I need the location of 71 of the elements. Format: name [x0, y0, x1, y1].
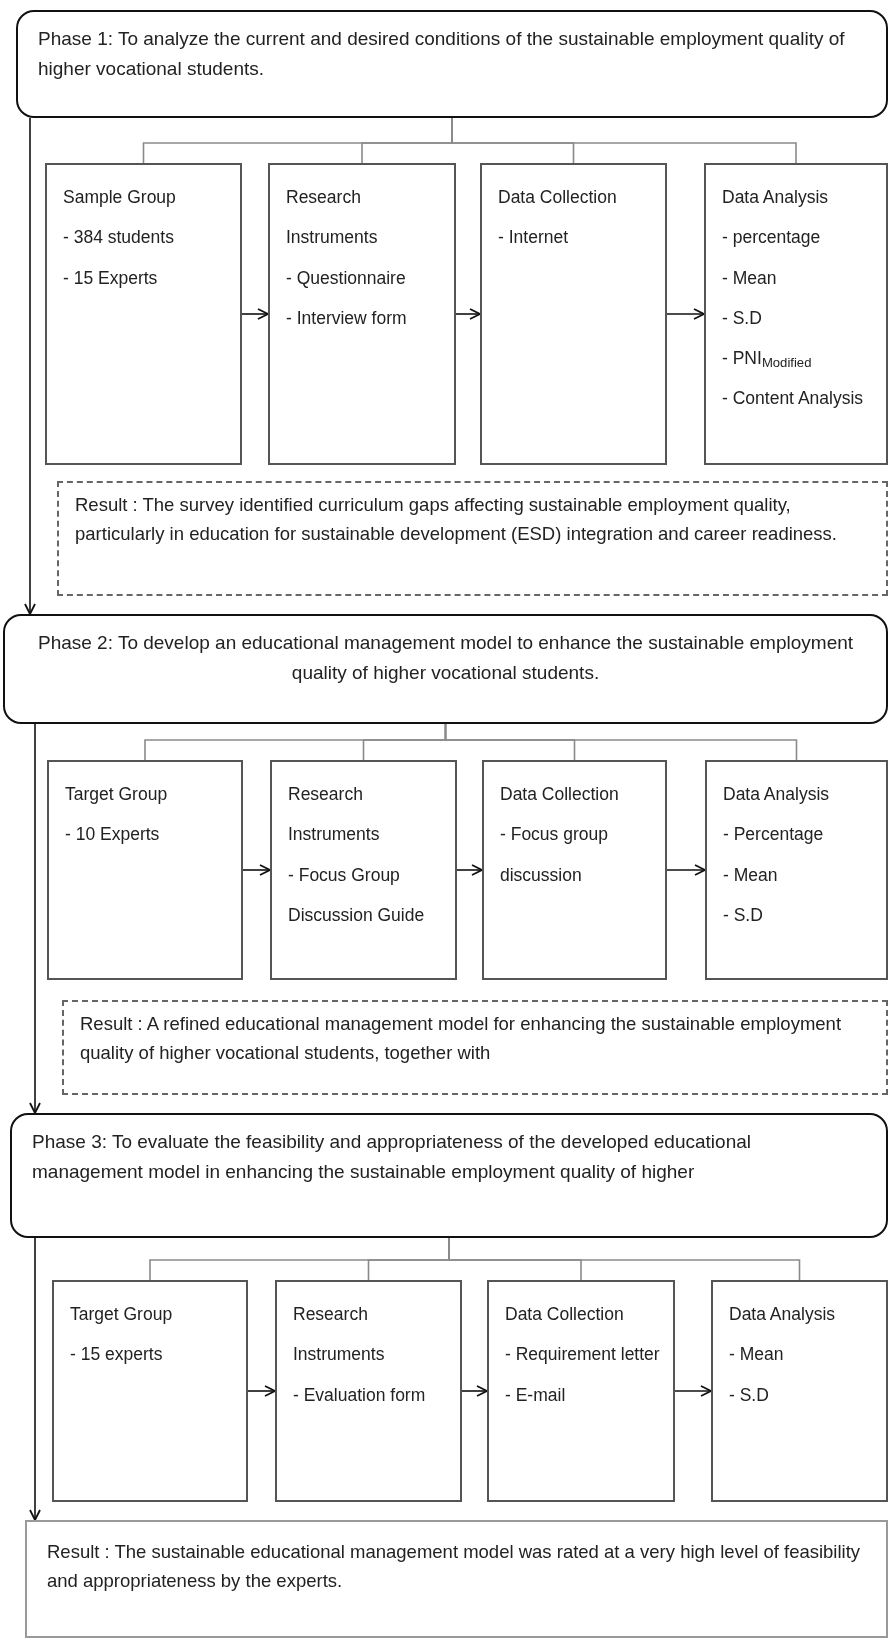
- box-text: Result : The sustainable educational management model was rated at a very high level of feasibility and appropriateness by the experts.: [47, 1540, 862, 1593]
- arrow: [24, 117, 36, 615]
- list-item: - PNI$_{Modified}$: [722, 347, 813, 373]
- list-item: - 384 students: [63, 226, 175, 250]
- box-heading: Target Group: [70, 1303, 174, 1326]
- list-item: - 15 Experts: [63, 266, 159, 290]
- result-box: [25, 1520, 888, 1638]
- result-box: [62, 1000, 888, 1095]
- arrow: [674, 1385, 712, 1397]
- list-item: - 15 experts: [70, 1343, 164, 1367]
- process-box: [270, 760, 457, 980]
- box-heading: Data Analysis: [723, 783, 831, 806]
- list-item: - Mean: [723, 863, 779, 887]
- list-item: - E-mail: [505, 1383, 567, 1407]
- list-item: - S.D: [723, 903, 764, 927]
- arrow: [461, 1385, 488, 1397]
- process-box: [480, 163, 667, 465]
- process-box: [704, 163, 888, 465]
- box-heading: Data Analysis: [729, 1303, 837, 1326]
- process-box: [487, 1280, 675, 1502]
- list-item: - percentage: [722, 226, 822, 250]
- box-heading: Data Collection: [498, 186, 618, 209]
- box-text: Phase 3: To evaluate the feasibility and appropriateness of the developed educational management model in enhancing the sustainable employment quality of higher: [32, 1130, 752, 1185]
- box-heading: Data Collection: [505, 1303, 625, 1326]
- list-item: - Internet: [498, 226, 570, 250]
- arrow: [666, 308, 705, 320]
- list-item: - S.D: [729, 1383, 770, 1407]
- box-heading: Research Instruments: [293, 1303, 386, 1367]
- process-box: [275, 1280, 462, 1502]
- process-box: [45, 163, 242, 465]
- arrow: [666, 864, 706, 876]
- list-item: - Questionnaire: [286, 266, 407, 290]
- phase-box: [10, 1113, 888, 1238]
- box-text: Result : A refined educational management model for enhancing the sustainable employment quality of higher vocational students, together with: [80, 1012, 843, 1065]
- box-text: Phase 2: To develop an educational management model to enhance the sustainable employment quality of higher vocational students.: [36, 631, 855, 686]
- list-item: - Interview form: [286, 306, 408, 330]
- box-heading: Research Instruments: [286, 186, 379, 250]
- phase-box: [3, 614, 888, 724]
- process-box: [705, 760, 888, 980]
- box-heading: Sample Group: [63, 186, 177, 209]
- list-item: - S.D: [722, 306, 763, 330]
- arrow: [241, 308, 269, 320]
- arrow: [456, 864, 483, 876]
- list-item: - Content Analysis: [722, 387, 865, 411]
- process-box: [482, 760, 667, 980]
- process-box: [711, 1280, 888, 1502]
- list-item: - Evaluation form: [293, 1383, 427, 1407]
- list-item: - Mean: [722, 266, 778, 290]
- process-box: [47, 760, 243, 980]
- arrow: [247, 1385, 276, 1397]
- connector-line: [444, 723, 798, 761]
- list-item: - Requirement letter: [505, 1343, 661, 1367]
- process-box: [52, 1280, 248, 1502]
- list-item: - Mean: [729, 1343, 785, 1367]
- box-text: Phase 1: To analyze the current and desired conditions of the sustainable employment quality of higher vocational students.: [38, 27, 846, 82]
- list-item: - 10 Experts: [65, 823, 161, 847]
- result-box: [57, 481, 888, 596]
- box-heading: Data Collection: [500, 783, 620, 806]
- list-item: - Focus group discussion: [500, 823, 609, 887]
- list-item: - Focus Group Discussion Guide: [288, 863, 426, 927]
- arrow: [29, 723, 41, 1114]
- arrow: [455, 308, 481, 320]
- process-box: [268, 163, 456, 465]
- box-heading: Target Group: [65, 783, 169, 806]
- arrow: [242, 864, 271, 876]
- box-text: Result : The survey identified curriculum gaps affecting sustainable employment quality, particularly in education for sustainable development (ESD) integration and career readiness.: [75, 493, 838, 546]
- box-heading: Data Analysis: [722, 186, 830, 209]
- box-heading: Research Instruments: [288, 783, 381, 847]
- list-item: - Percentage: [723, 823, 825, 847]
- arrow: [29, 1237, 41, 1521]
- phase-box: [16, 10, 888, 118]
